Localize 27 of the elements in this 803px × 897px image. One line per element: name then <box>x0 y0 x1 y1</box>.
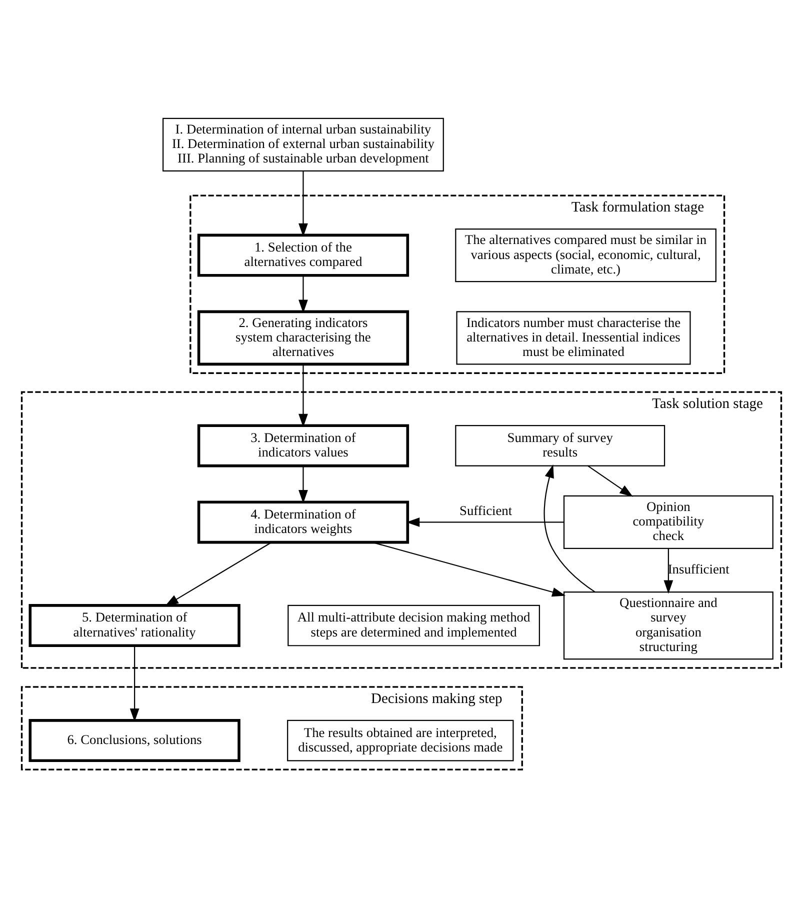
node-box: 6. Conclusions, solutions <box>28 719 240 762</box>
arrow <box>664 548 674 594</box>
node-box: The results obtained are interpreted, discussed, appropriate decisions made <box>287 720 514 762</box>
node-box: Opinion compatibility check <box>563 495 774 550</box>
arrow <box>588 466 634 497</box>
node-box: Questionnaire and survey organisation structuring <box>563 591 774 660</box>
node-box: 1. Selection of the alternatives compared <box>197 234 410 277</box>
node-box: 5. Determination of alternatives' rationality <box>28 604 240 648</box>
node-box: Summary of survey results <box>455 425 666 466</box>
node-box: Indicators number must characterise the alternatives in detail. Inessential indices must be eliminated <box>456 311 691 365</box>
node-box: 2. Generating indicators system characterising the alternatives <box>197 310 410 366</box>
node-box: The alternatives compared must be similar in various aspects (social, economic, cultural, climate, etc.) <box>455 228 716 282</box>
arrow <box>298 275 308 314</box>
node-box: 4. Determination of indicators weights <box>197 500 410 544</box>
arrow <box>298 466 308 504</box>
arrow <box>298 364 308 428</box>
edge-label: Insufficient <box>668 562 730 577</box>
node-box: 3. Determination of indicators values <box>197 424 410 468</box>
arrow <box>406 518 564 527</box>
arrow <box>298 172 308 237</box>
node-box: I. Determination of internal urban sustainability II. Determination of external urban sustainability III. Planning of sustainable urban development <box>162 118 444 172</box>
node-box: All multi-attribute decision making method steps are determined and implemented <box>288 604 540 646</box>
arrow <box>372 542 566 597</box>
arrow <box>164 542 272 606</box>
edge-label: Sufficient <box>460 503 512 518</box>
arrow <box>544 464 596 592</box>
arrow <box>130 646 140 722</box>
